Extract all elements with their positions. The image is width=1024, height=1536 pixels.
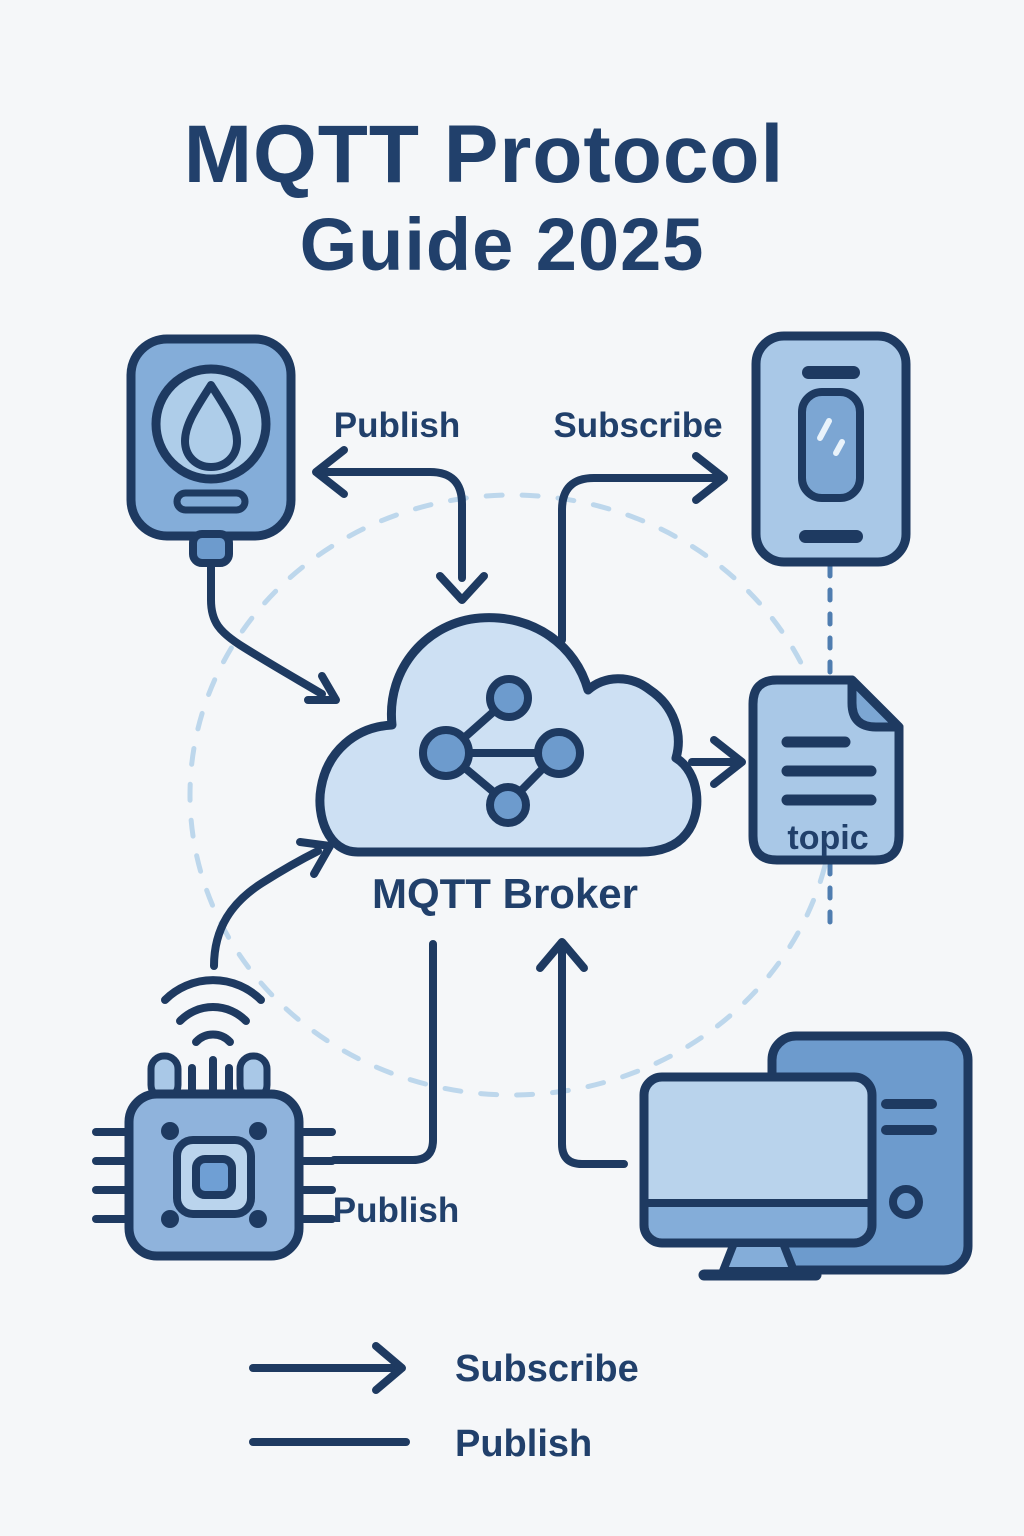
monitor-bezel [648, 1203, 868, 1239]
sensor-slot [173, 489, 249, 514]
broker-to-topic-arrow [688, 736, 746, 788]
node-top [486, 675, 532, 721]
chip-dot [249, 1210, 267, 1228]
computer-to-broker-arrow [536, 938, 628, 1168]
iot-chip-icon [92, 976, 336, 1261]
poster-title-line2: Guide 2025 [300, 203, 705, 286]
cloud-shape [315, 613, 702, 857]
topic-label: topic [787, 819, 868, 857]
smartphone-icon [751, 331, 911, 567]
phone-screen [798, 388, 864, 502]
legend-subscribe-row: Subscribe [249, 1342, 639, 1394]
node-right [534, 728, 584, 778]
subscribe-top-arrow [558, 452, 728, 644]
screen-shine [817, 418, 845, 456]
legend-publish-label: Publish [455, 1423, 592, 1465]
sensor-plug [189, 530, 233, 567]
chip-core-inner [192, 1155, 236, 1199]
poster-title-line1: MQTT Protocol [184, 109, 785, 200]
arrowhead-left [312, 446, 348, 498]
broker-label: MQTT Broker [372, 870, 638, 917]
legend: Subscribe Publish [249, 1342, 639, 1465]
water-drop-icon [181, 381, 241, 471]
share-network-icon [419, 675, 584, 827]
subscribe-top-label: Subscribe [553, 406, 722, 445]
cloud-broker-icon [315, 613, 702, 857]
sensor-to-broker-arrow [207, 560, 340, 704]
publish-bottom-label: Publish [333, 1191, 459, 1230]
legend-subscribe-label: Subscribe [455, 1348, 639, 1390]
arrowhead-se [304, 672, 340, 704]
phone-speaker [802, 366, 860, 379]
topic-document-icon: topic [748, 675, 904, 865]
publish-top-arrow [312, 446, 488, 604]
chip-dot [161, 1210, 179, 1228]
moisture-sensor-icon [126, 334, 296, 567]
arrowhead-down [436, 572, 488, 604]
arrowhead-up [536, 938, 588, 972]
legend-arrowhead [372, 1342, 406, 1394]
phone-home-bar [799, 530, 863, 543]
node-bottom [486, 783, 530, 827]
wifi-signal-icon [161, 976, 265, 1046]
arrowhead-ne [296, 838, 334, 878]
monitor-stand [719, 1239, 798, 1275]
arrowhead-right [710, 736, 746, 788]
arrowhead-right [692, 452, 728, 504]
document-fold [847, 675, 904, 732]
publish-top-label: Publish [334, 406, 460, 445]
legend-publish-row: Publish [249, 1423, 592, 1465]
chip-dot [249, 1122, 267, 1140]
power-button [889, 1185, 923, 1219]
node-left [419, 726, 473, 780]
desktop-computer-icon [639, 1031, 973, 1281]
chip-publish-line [330, 940, 437, 1164]
chip-dot [161, 1122, 179, 1140]
chip-to-broker-arrow [210, 838, 334, 970]
